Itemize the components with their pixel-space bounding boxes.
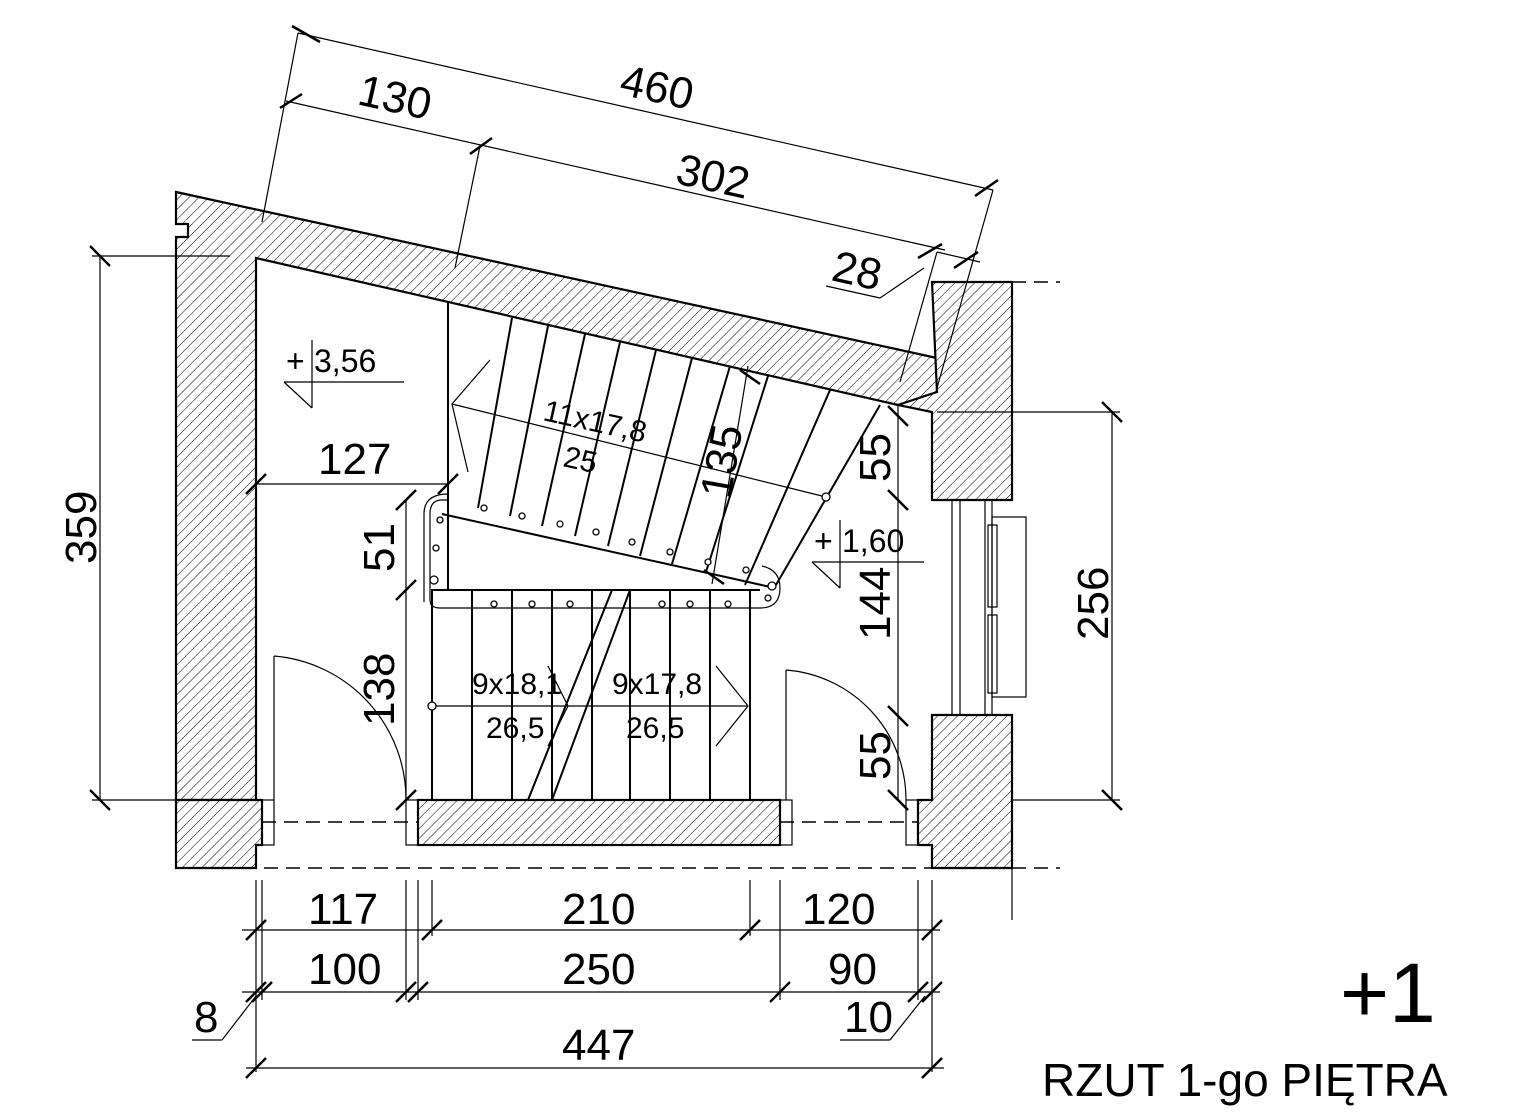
dim-top-middle: 302 (672, 145, 754, 209)
level-labels: + 3,56 + 1,60 (286, 343, 904, 559)
bottom-slab (416, 798, 782, 847)
dim-bottom-10: 10 (844, 993, 893, 1042)
right-flight-count: 9x17,8 (612, 668, 702, 701)
level-marker-lower (811, 520, 924, 589)
level-lower-sign: + (814, 523, 833, 559)
dim-top-total: 460 (616, 56, 698, 120)
right-wall-lower (916, 713, 1014, 870)
baluster-posts (429, 504, 777, 608)
dim-right-mid: 144 (851, 567, 900, 640)
dim-bottom-8: 8 (194, 993, 218, 1042)
upper-flight-count: 11x17,8 (540, 395, 649, 450)
drawing-title: RZUT 1-go PIĘTRA (1042, 1054, 1448, 1106)
right-wall-upper (893, 280, 1014, 502)
dim-top-left: 130 (354, 66, 436, 130)
dim-upper-gap: 51 (355, 523, 404, 572)
dim-bottom-120: 120 (802, 885, 875, 934)
stairs (423, 302, 881, 801)
dim-lower-height: 138 (355, 653, 404, 726)
level-badge: +1 (1340, 946, 1436, 1040)
dimension-lines (89, 24, 1123, 1079)
dim-left-height: 359 (57, 491, 106, 564)
left-flight-count: 9x18,1 (472, 668, 562, 701)
left-wall-lower (174, 798, 264, 870)
dim-bottom-210: 210 (562, 885, 635, 934)
dim-right-top: 55 (851, 433, 900, 482)
level-lower-value: 1,60 (842, 523, 904, 559)
dim-bottom-total: 447 (562, 1021, 635, 1070)
dim-bottom-100: 100 (308, 945, 381, 994)
dim-top-right: 28 (828, 242, 886, 300)
dim-right-bottom: 55 (851, 731, 900, 780)
right-flight-tread: 26,5 (626, 712, 684, 745)
lower-flight-treads (471, 590, 711, 800)
upper-flight-tread: 25 (560, 441, 600, 480)
doors (273, 655, 907, 801)
upper-flight-treads (477, 317, 881, 586)
left-flight-tread: 26,5 (486, 712, 544, 745)
level-marker-upper (283, 340, 404, 409)
dim-bottom-90: 90 (828, 945, 877, 994)
level-upper-value: 3,56 (314, 343, 376, 379)
dim-flight-width: 135 (692, 421, 753, 502)
window (951, 499, 1027, 716)
dim-bottom-250: 250 (562, 945, 635, 994)
level-upper-sign: + (286, 343, 305, 379)
dimension-labels: 460 130 302 28 359 256 127 51 138 135 55… (57, 56, 1118, 1070)
dashed-lines (175, 281, 1060, 869)
dim-right-height: 256 (1069, 567, 1118, 640)
dim-landing-width: 127 (318, 435, 391, 484)
dim-bottom-117: 117 (308, 885, 378, 934)
